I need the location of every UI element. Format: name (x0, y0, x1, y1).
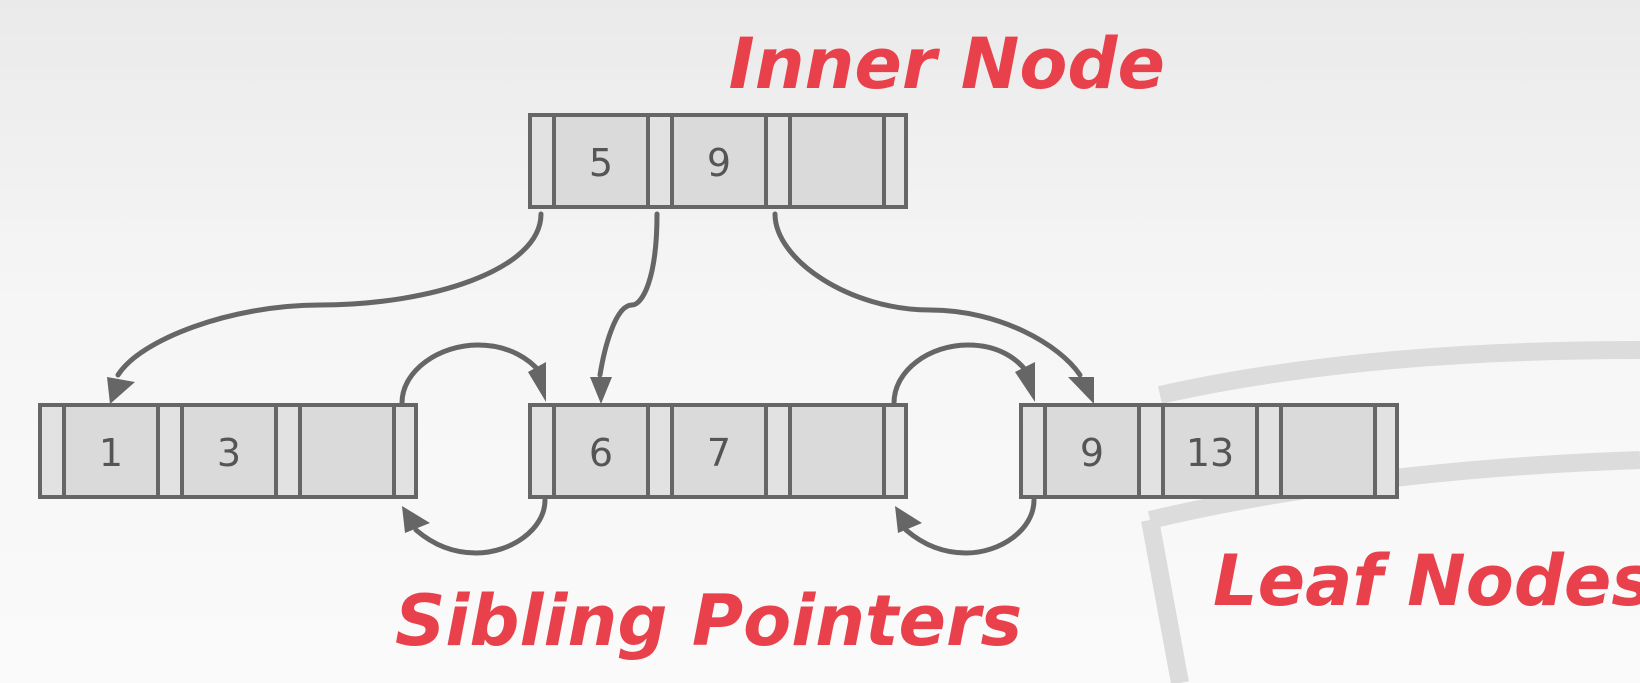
arrowhead-sibling-2-right (1015, 362, 1035, 402)
leaf-2-key-2: 7 (707, 431, 731, 475)
arrowhead-sibling-3-left (895, 506, 922, 533)
leaf-node-1: 1 3 (38, 403, 418, 499)
leaf-3-key-2: 13 (1186, 431, 1234, 475)
leaf-node-3: 9 13 (1019, 403, 1399, 499)
sibling-edge-2-right (891, 342, 1030, 406)
leaf-2-key-1: 6 (589, 431, 613, 475)
sibling-edge-1-right (399, 342, 543, 406)
child-edge-1 (115, 211, 544, 378)
child-pointers (107, 211, 1094, 404)
inner-node: 5 9 (528, 113, 908, 209)
sibling-pointers (399, 342, 1037, 556)
sibling-pointers-label: Sibling Pointers (395, 580, 1022, 662)
leaf-1-key-1: 1 (99, 431, 123, 475)
arrowhead-sibling-2-left (402, 506, 430, 533)
leaf-1-key-2: 3 (217, 431, 241, 475)
inner-key-1: 5 (589, 141, 613, 185)
arrowhead-sibling-1-right (528, 362, 546, 402)
child-edge-2 (597, 211, 660, 378)
leaf-nodes-label: Leaf Nodes (1213, 540, 1640, 622)
inner-node-label: Inner Node (729, 23, 1165, 105)
arrowhead-child-1 (107, 377, 135, 404)
leaf-node-2: 6 7 (528, 403, 908, 499)
leaf-3-key-1: 9 (1080, 431, 1104, 475)
child-edge-3 (772, 211, 1083, 378)
arrowhead-child-2 (590, 377, 612, 404)
inner-key-2: 9 (707, 141, 731, 185)
arrowhead-child-3 (1068, 377, 1094, 404)
sibling-edge-3-left (903, 497, 1037, 556)
sibling-edge-2-left (413, 497, 548, 556)
database-cylinder-icon (1141, 341, 1640, 683)
